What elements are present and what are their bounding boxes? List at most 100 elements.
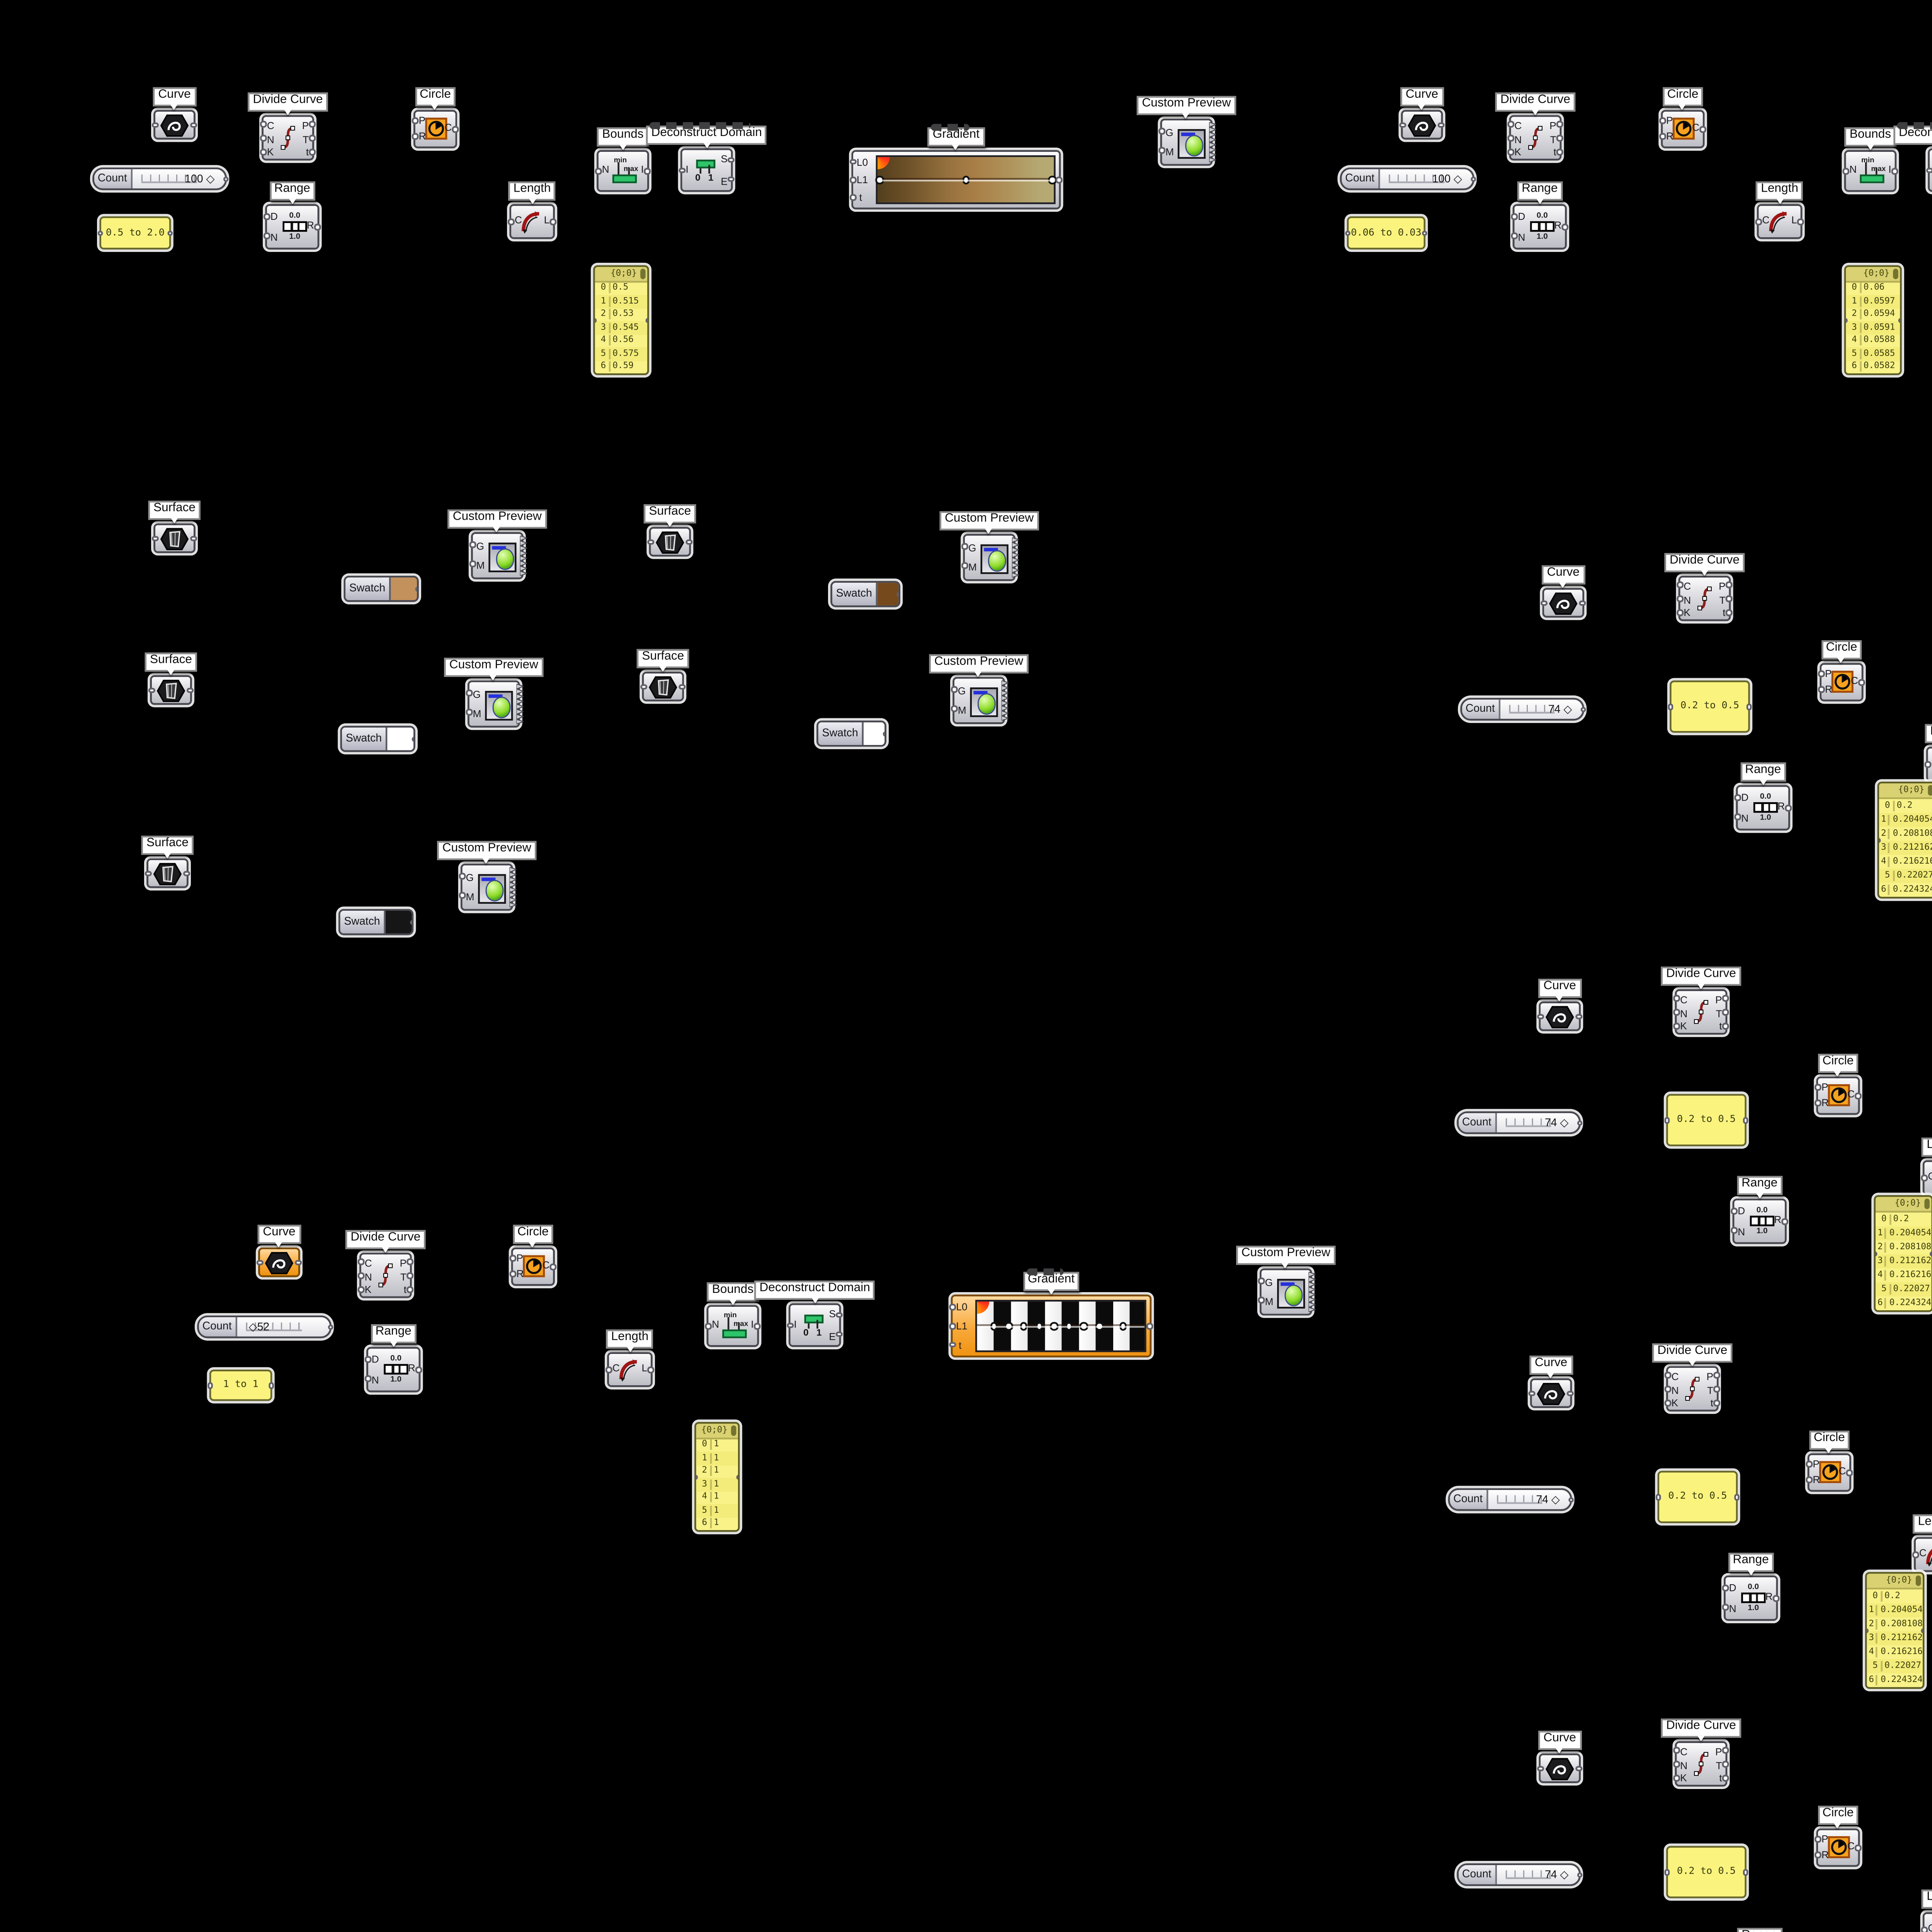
output-port[interactable] [187, 687, 194, 693]
length-component[interactable]: Length C L [1755, 180, 1804, 239]
custom-preview-component[interactable]: Custom Preview G M [1136, 95, 1236, 166]
number-slider[interactable]: Count 74 ◇ [1457, 1863, 1583, 1886]
length-component[interactable]: Length C L [1912, 1514, 1932, 1572]
output-port[interactable] [310, 134, 316, 141]
input-port[interactable] [1722, 1604, 1728, 1611]
circle-component[interactable]: Circle P R C [1814, 1805, 1862, 1867]
output-port[interactable] [550, 1264, 557, 1270]
output-port[interactable] [407, 1286, 414, 1293]
input-port[interactable] [640, 683, 647, 690]
number-slider[interactable]: Count ◇52 [197, 1315, 334, 1338]
input-port[interactable] [1507, 134, 1514, 141]
deconstruct-domain-component[interactable]: Deconstruct Domain I S E 0 1 [1893, 122, 1932, 192]
input-port[interactable] [263, 213, 270, 220]
input-port[interactable] [1814, 1083, 1821, 1090]
input-port[interactable] [1344, 230, 1351, 236]
input-port[interactable] [260, 121, 267, 128]
output-port[interactable] [1056, 176, 1063, 183]
output-port[interactable] [1700, 126, 1706, 133]
gradient-grip[interactable] [990, 1322, 998, 1330]
input-port[interactable] [207, 1382, 213, 1389]
input-port[interactable] [1867, 1627, 1869, 1634]
output-port[interactable] [1714, 1372, 1721, 1378]
output-port[interactable] [1577, 1119, 1583, 1126]
input-port[interactable] [1673, 995, 1680, 1002]
panel[interactable]: 0.2 to 0.5 [1667, 680, 1753, 733]
input-port[interactable] [1926, 167, 1932, 173]
panel[interactable]: 0.5 to 2.0 [97, 216, 173, 250]
range-component[interactable]: Range D N R 0.0 1.0 [1511, 180, 1569, 250]
swatch-color[interactable] [878, 583, 899, 605]
output-port[interactable] [167, 230, 173, 236]
output-port[interactable] [184, 870, 190, 877]
range-component[interactable]: Range D N R 0.0 1.0 [1731, 1175, 1789, 1244]
output-port[interactable] [1742, 1117, 1749, 1123]
output-port[interactable] [295, 1259, 302, 1265]
input-port[interactable] [412, 133, 418, 139]
input-port[interactable] [1511, 213, 1517, 220]
gradient-grip[interactable] [1080, 1322, 1088, 1330]
slider-track[interactable] [1497, 1865, 1579, 1884]
divide-curve-component[interactable]: Divide Curve C N K P T t [1652, 1342, 1733, 1412]
gradient-component[interactable]: Gradient L0 L1 t [949, 1269, 1153, 1357]
output-port[interactable] [1562, 223, 1569, 230]
curve-component[interactable]: Curve [1399, 86, 1445, 140]
panel[interactable]: 1 to 1 [207, 1369, 275, 1401]
surface-component[interactable]: Surface [141, 835, 194, 888]
deconstruct-domain-component[interactable]: Deconstruct Domain I S E 0 1 [646, 122, 767, 192]
circle-component[interactable]: Circle P R C [1806, 1430, 1853, 1492]
output-port[interactable] [686, 538, 693, 545]
output-port[interactable] [191, 121, 197, 128]
input-port[interactable] [148, 687, 155, 693]
output-port[interactable] [736, 1474, 738, 1480]
swatch-color[interactable] [386, 910, 412, 934]
input-port[interactable] [1677, 581, 1683, 588]
output-port[interactable] [1723, 1774, 1729, 1781]
gradient-grip[interactable] [1095, 1322, 1104, 1330]
input-port[interactable] [469, 560, 476, 567]
input-port[interactable] [1507, 148, 1514, 155]
output-port[interactable] [1773, 1595, 1780, 1602]
input-port[interactable] [1667, 703, 1674, 710]
bounds-component[interactable]: Bounds N I min max [705, 1281, 761, 1347]
input-port[interactable] [1158, 128, 1165, 134]
output-port[interactable] [1892, 168, 1898, 174]
colour-swatch-component[interactable]: Colour Swatch Swatch [338, 909, 414, 935]
input-port[interactable] [1158, 147, 1165, 153]
circle-component[interactable]: Circle P R C [1818, 639, 1865, 702]
input-port[interactable] [605, 1366, 612, 1373]
surface-component[interactable]: Surface [145, 651, 197, 705]
colour-swatch-component[interactable]: Colour Swatch Swatch [340, 726, 415, 752]
input-port[interactable] [595, 168, 601, 174]
surface-component[interactable]: Surface [636, 648, 689, 702]
gradient-grip[interactable] [1048, 175, 1056, 184]
output-port[interactable] [1859, 679, 1865, 685]
output-port[interactable] [1920, 1627, 1923, 1634]
divide-curve-component[interactable]: Divide Curve C N K P T t [1661, 966, 1742, 1035]
input-port[interactable] [459, 873, 465, 879]
input-port[interactable] [1677, 595, 1683, 602]
output-port[interactable] [1726, 609, 1733, 616]
output-port[interactable] [1723, 1022, 1729, 1029]
input-port[interactable] [787, 1322, 793, 1328]
input-port[interactable] [1673, 1022, 1680, 1029]
slider-track[interactable] [1497, 1113, 1579, 1133]
range-component[interactable]: Range D N R 0.0 1.0 [263, 180, 321, 250]
divide-curve-component[interactable]: Divide Curve C N K P T t [247, 92, 328, 161]
divide-curve-component[interactable]: Divide Curve C N K P T t [1664, 552, 1745, 621]
input-port[interactable] [949, 1323, 956, 1329]
input-port[interactable] [412, 117, 418, 124]
slider-track[interactable] [1500, 699, 1583, 719]
output-port[interactable] [1576, 1013, 1583, 1020]
output-port[interactable] [1898, 317, 1900, 323]
input-port[interactable] [364, 1356, 371, 1362]
output-port[interactable] [327, 1323, 334, 1330]
input-port[interactable] [1879, 837, 1881, 844]
curve-component[interactable]: Curve [1541, 564, 1586, 618]
gradient-grip[interactable] [1020, 1322, 1028, 1330]
